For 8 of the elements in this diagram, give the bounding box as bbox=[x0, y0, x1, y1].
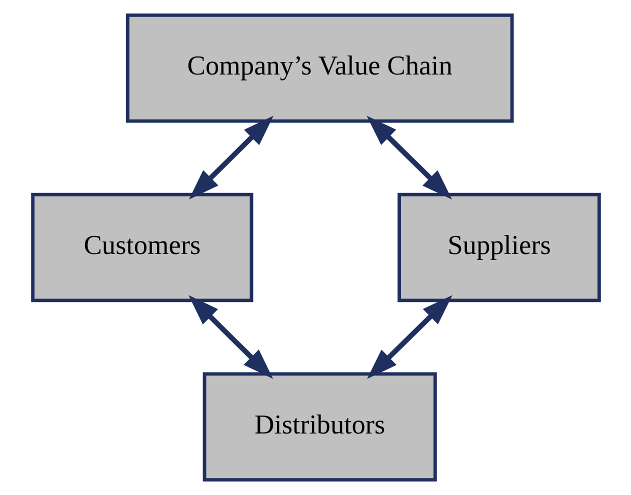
arrow bbox=[188, 295, 273, 379]
arrow bbox=[366, 116, 452, 200]
node-box: Suppliers bbox=[397, 192, 600, 302]
node-box: Distributors bbox=[202, 372, 436, 482]
node-box: Customers bbox=[30, 192, 253, 302]
node-box: Company’s Value Chain bbox=[125, 13, 514, 123]
arrow bbox=[188, 116, 273, 200]
arrow bbox=[366, 295, 452, 379]
